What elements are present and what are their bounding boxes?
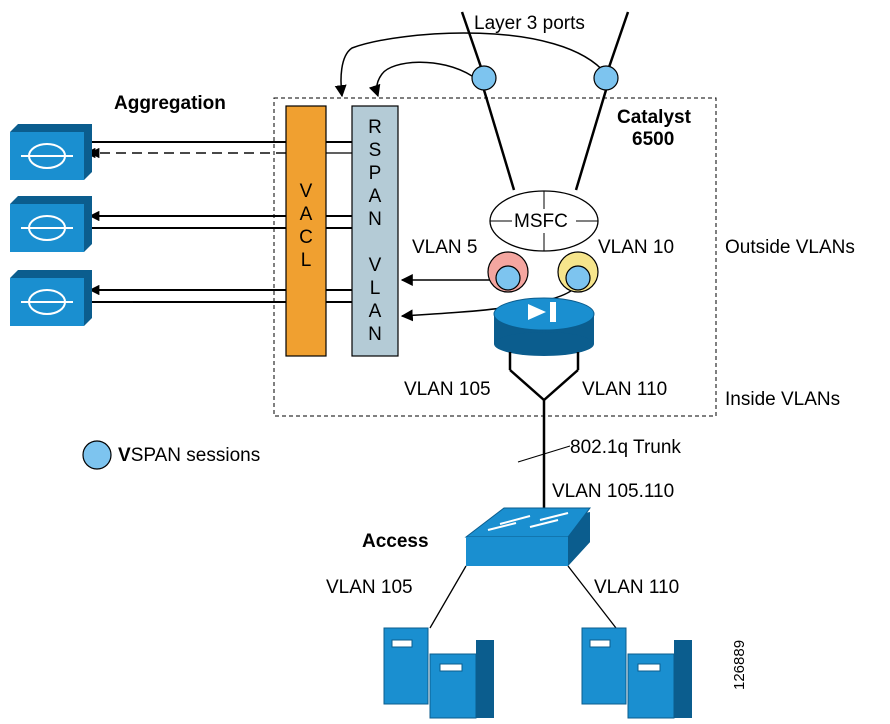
- access-vlan110-label: VLAN 110: [594, 577, 680, 598]
- trunk-label-pointer: [517, 445, 571, 463]
- span-arrow-right-port: [334, 32, 607, 98]
- msfc-label: MSFC: [514, 211, 568, 232]
- vlan10-label: VLAN 10: [598, 237, 675, 258]
- aggregation-device-icon: [10, 124, 92, 180]
- catalyst-chassis-box: [273, 97, 717, 417]
- figure-id-label: 126889: [731, 639, 748, 690]
- msfc-link-right: [574, 89, 608, 191]
- legend-bold-text: V: [118, 445, 131, 466]
- layer3-link-left: [460, 11, 486, 77]
- server-icon: [581, 627, 692, 719]
- trunk-label: 802.1q Trunk: [570, 437, 681, 458]
- layer3-ports-label: Layer 3 ports: [474, 13, 585, 34]
- access-link-right: [567, 565, 617, 629]
- aggregation-label: Aggregation: [114, 93, 226, 114]
- layer3-link-right: [604, 11, 630, 77]
- inside-merge: [509, 369, 579, 402]
- legend-label: VSPAN sessions: [118, 446, 260, 465]
- vacl-label: V A C L: [296, 180, 316, 272]
- vspan-vlan10-dot: [565, 265, 591, 291]
- outside-vlans-label: Outside VLANs: [725, 237, 855, 258]
- access-vlan105-label: VLAN 105: [326, 577, 413, 598]
- trunk-vlans-label: VLAN 105.110: [552, 481, 675, 502]
- msfc-label-bg: [512, 209, 576, 233]
- aggregation-device-icon: [10, 196, 92, 252]
- vspan-port-dot: [471, 65, 497, 91]
- rspan-vlan-label: R S P A N V L A N: [362, 116, 388, 346]
- inside-vlans-label: Inside VLANs: [725, 389, 841, 410]
- firewall-module-icon: [493, 297, 595, 356]
- vlan5-label: VLAN 5: [412, 237, 478, 258]
- inside-vlan105-label: VLAN 105: [404, 379, 491, 400]
- rspan-vlan-bar: [351, 105, 399, 357]
- msfc-link-left: [482, 89, 516, 191]
- aggregation-device-icon: [10, 270, 92, 326]
- legend-vspan-dot: [82, 440, 112, 470]
- legend-rest-text: SPAN sessions: [130, 445, 261, 466]
- catalyst-label: Catalyst: [617, 107, 691, 128]
- rspan-vlan-text: R S P A N V L A N: [368, 117, 382, 345]
- vacl-text: V A C L: [299, 181, 313, 271]
- catalyst-model-label: 6500: [632, 129, 675, 150]
- access-label: Access: [362, 531, 429, 552]
- inside-vlan110-label: VLAN 110: [582, 379, 668, 400]
- vspan-port-dot: [593, 65, 619, 91]
- access-link-left: [429, 565, 467, 629]
- access-switch-icon: [464, 507, 592, 566]
- vspan-vlan5-dot: [495, 265, 521, 291]
- server-icon: [383, 627, 494, 719]
- span-arrow-left-port: [368, 61, 473, 98]
- vacl-bar: [285, 105, 327, 357]
